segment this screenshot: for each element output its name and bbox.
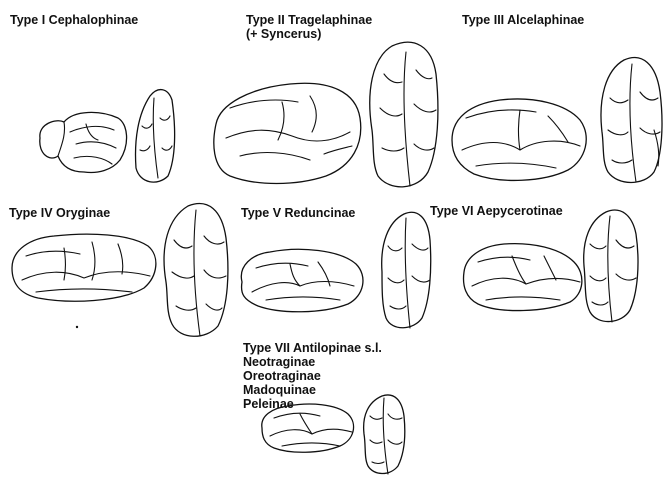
type-5-drawings xyxy=(241,212,430,328)
type-4-drawings xyxy=(12,204,228,337)
type-4-lateral-view xyxy=(12,234,156,301)
type-2-drawings xyxy=(214,42,438,187)
type-1-drawings xyxy=(40,90,175,183)
type-7-lateral-view xyxy=(262,404,354,452)
type-5-lateral-view xyxy=(241,249,363,311)
type-1-lateral-view xyxy=(40,112,127,172)
type-1-dorsal-view xyxy=(136,90,175,183)
print-speck xyxy=(76,326,78,328)
type-3-lateral-view xyxy=(452,99,586,180)
type-6-drawings xyxy=(464,210,638,322)
type-4-dorsal-view xyxy=(164,204,228,337)
type-2-dorsal-view xyxy=(370,42,438,187)
type-6-dorsal-view xyxy=(584,210,638,322)
type-7-drawings xyxy=(262,395,405,474)
type-2-lateral-view xyxy=(214,83,361,183)
type-3-dorsal-view xyxy=(601,58,662,183)
type-5-dorsal-view xyxy=(382,212,431,328)
type-7-dorsal-view xyxy=(364,395,405,474)
type-6-lateral-view xyxy=(464,244,582,311)
type-3-drawings xyxy=(452,58,662,183)
